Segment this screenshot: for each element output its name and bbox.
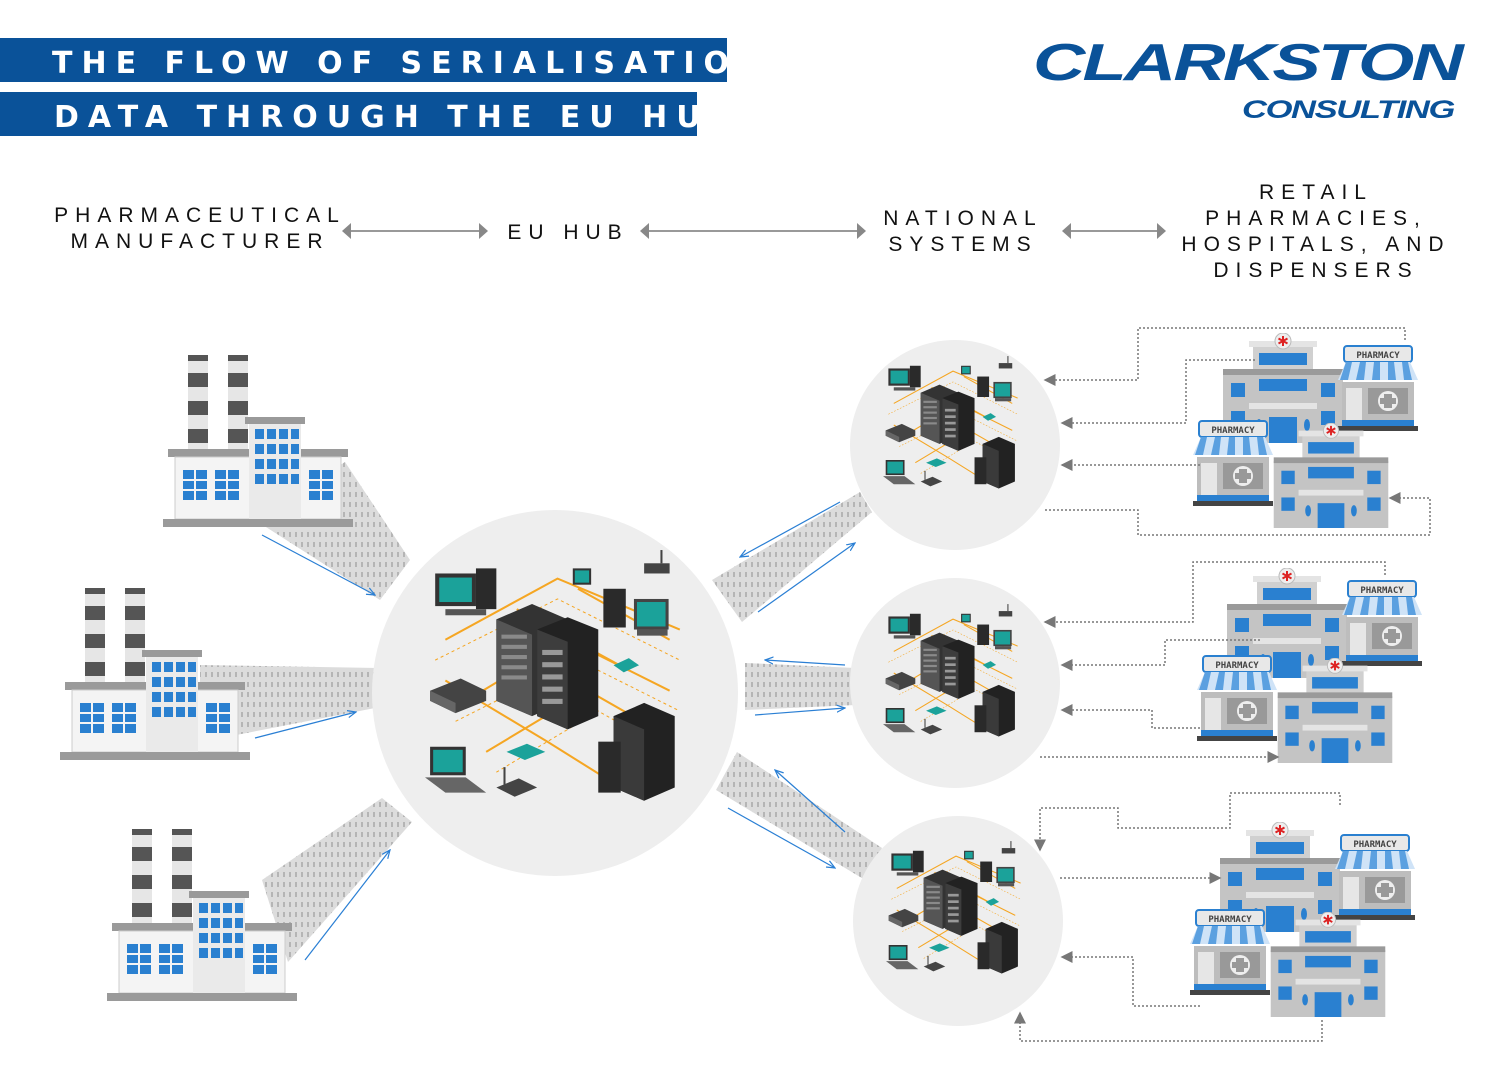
factory-icon	[107, 829, 297, 1001]
pharmacy-sign-label: PHARMACY	[1208, 915, 1252, 925]
pharmacy-sign-labels: PHARMACY PHARMACY PHARMACY PHARMACY PHAR…	[1208, 351, 1404, 925]
header-national-line-1: NATIONAL	[883, 207, 1042, 230]
pharmacy-sign-label: PHARMACY	[1356, 351, 1400, 361]
pharmacy-sign-label: PHARMACY	[1353, 840, 1397, 850]
header-manufacturer-line-1: PHARMACEUTICAL	[54, 204, 346, 227]
data-stream	[745, 663, 856, 710]
factory-icon	[163, 355, 353, 527]
data-streams	[200, 462, 882, 962]
clarkston-logo: CLARKSTON CONSULTING	[1033, 34, 1468, 124]
header-dispensers-line-4: DISPENSERS	[1213, 259, 1418, 282]
header-dispensers-line-2: PHARMACIES,	[1205, 207, 1427, 230]
double-arrow-icon	[342, 223, 488, 239]
flow-arrows	[254, 501, 855, 961]
double-arrow-icon	[1062, 223, 1166, 239]
header-manufacturer-line-2: MANUFACTURER	[70, 230, 329, 253]
header-dispensers-line-1: RETAIL	[1259, 181, 1373, 204]
header-national-line-2: SYSTEMS	[888, 233, 1037, 256]
header-dispensers-line-3: HOSPITALS, AND	[1181, 233, 1450, 256]
data-stream	[716, 752, 882, 880]
logo-tagline: CONSULTING	[1242, 96, 1455, 124]
data-stream	[712, 492, 872, 622]
pharmacy-sign-label: PHARMACY	[1215, 661, 1259, 671]
header-eu-hub: EU HUB	[507, 221, 628, 244]
stage-headers: PHARMACEUTICAL MANUFACTURER EU HUB NATIO…	[54, 181, 1450, 282]
title-line-1: THE FLOW OF SERIALISATION	[52, 46, 772, 81]
dispenser-connectors	[1014, 327, 1431, 1042]
title-bar-2	[0, 92, 697, 136]
pharmacy-sign-label: PHARMACY	[1360, 586, 1404, 596]
logo-name: CLARKSTON	[1033, 34, 1466, 92]
double-arrow-icon	[640, 223, 866, 239]
title-block: THE FLOW OF SERIALISATION DATA THROUGH T…	[0, 38, 772, 136]
data-stream	[262, 798, 412, 962]
pharmacy-sign-label: PHARMACY	[1211, 426, 1255, 436]
title-line-2: DATA THROUGH THE EU HUB	[54, 100, 741, 135]
title-bar-1	[0, 38, 727, 82]
